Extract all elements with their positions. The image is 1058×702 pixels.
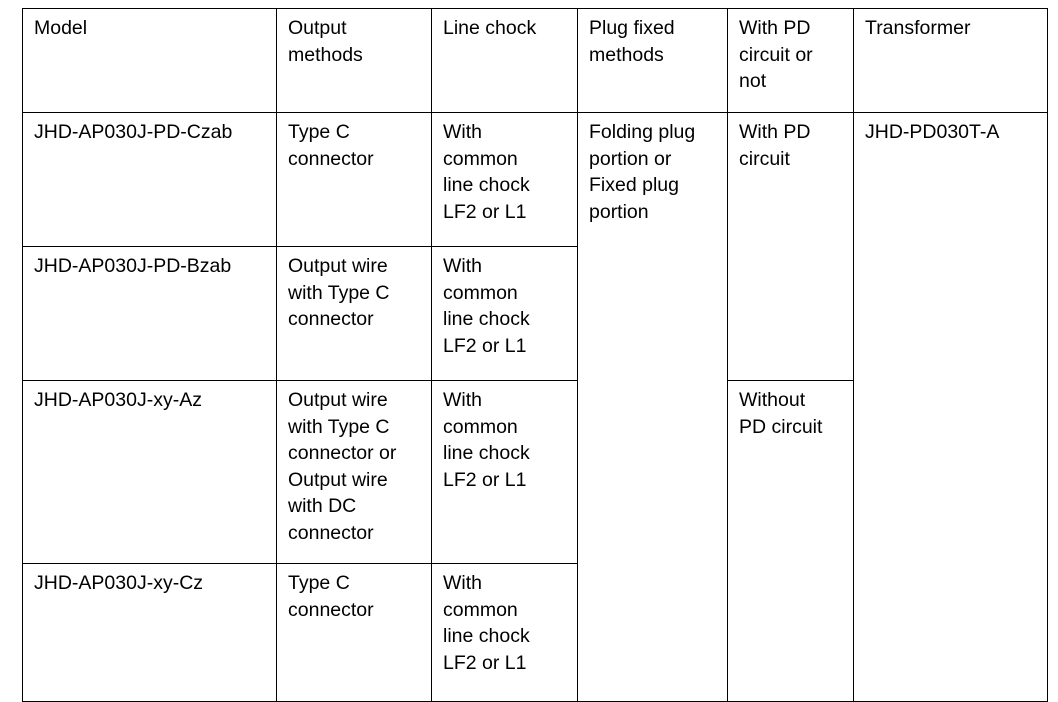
product-specification-table: Model Output methods Line chock Plug fix… — [22, 8, 1048, 702]
cell-line-chock: With common line chock LF2 or L1 — [431, 563, 578, 702]
cell-model: JHD-AP030J-xy-Cz — [22, 563, 277, 702]
column-header-plug-fixed-methods: Plug fixed methods — [577, 8, 728, 113]
cell-output-methods: Output wire with Type C connector — [276, 246, 432, 381]
cell-model-value: JHD-AP030J-xy-Az — [34, 389, 202, 411]
cell-output-methods: Type C connector — [276, 112, 432, 247]
column-header-model: Model — [22, 8, 277, 113]
column-header-line-chock-label: Line chock — [443, 17, 537, 39]
column-header-transformer: Transformer — [853, 8, 1048, 113]
cell-line-chock-value: With common line chock LF2 or L1 — [443, 255, 530, 357]
cell-output-methods-value: Type C connector — [288, 121, 374, 170]
table-row: JHD-AP030J-xy-Az Output wire with Type C… — [22, 380, 1048, 702]
cell-transformer: JHD-PD030T-A — [853, 112, 1048, 702]
column-header-plug-fixed-methods-label: Plug fixed methods — [589, 17, 675, 66]
cell-model: JHD-AP030J-PD-Czab — [22, 112, 277, 247]
column-header-output-methods: Output methods — [276, 8, 432, 113]
cell-output-methods-value: Output wire with Type C connector — [288, 255, 390, 330]
cell-pd-circuit-without-value: Without PD circuit — [739, 389, 823, 438]
spec-table-wrapper: Model Output methods Line chock Plug fix… — [22, 8, 1048, 702]
table-row: JHD-AP030J-PD-Bzab Output wire with Type… — [22, 246, 1048, 381]
cell-line-chock: With common line chock LF2 or L1 — [431, 380, 578, 564]
cell-pd-circuit-with-value: With PD circuit — [739, 121, 811, 170]
cell-output-methods: Type C connector — [276, 563, 432, 702]
cell-line-chock: With common line chock LF2 or L1 — [431, 246, 578, 381]
table-row: JHD-AP030J-PD-Czab Type C connector With… — [22, 112, 1048, 702]
cell-pd-circuit-with: With PD circuit — [727, 112, 854, 381]
column-header-line-chock: Line chock — [431, 8, 578, 113]
column-header-pd-circuit-label: With PD circuit or not — [739, 17, 813, 92]
cell-plug-fixed-methods-value: Folding plug portion or Fixed plug porti… — [589, 121, 696, 223]
cell-model-value: JHD-AP030J-PD-Czab — [34, 121, 233, 143]
column-header-pd-circuit: With PD circuit or not — [727, 8, 854, 113]
cell-line-chock-value: With common line chock LF2 or L1 — [443, 121, 530, 223]
cell-line-chock-value: With common line chock LF2 or L1 — [443, 572, 530, 674]
cell-model: JHD-AP030J-xy-Az — [22, 380, 277, 564]
cell-line-chock: With common line chock LF2 or L1 — [431, 112, 578, 247]
column-header-output-methods-label: Output methods — [288, 17, 363, 66]
cell-model-value: JHD-AP030J-PD-Bzab — [34, 255, 232, 277]
cell-output-methods-value: Type C connector — [288, 572, 374, 621]
cell-transformer-value: JHD-PD030T-A — [865, 121, 1000, 143]
cell-model-value: JHD-AP030J-xy-Cz — [34, 572, 204, 594]
cell-model: JHD-AP030J-PD-Bzab — [22, 246, 277, 381]
cell-plug-fixed-methods: Folding plug portion or Fixed plug porti… — [577, 112, 728, 702]
cell-output-methods-value: Output wire with Type C connector or Out… — [288, 389, 397, 544]
cell-output-methods: Output wire with Type C connector or Out… — [276, 380, 432, 564]
table-header-row: Model Output methods Line chock Plug fix… — [22, 8, 1048, 113]
column-header-transformer-label: Transformer — [865, 17, 971, 39]
cell-pd-circuit-without: Without PD circuit — [727, 380, 854, 702]
column-header-model-label: Model — [34, 17, 88, 39]
cell-line-chock-value: With common line chock LF2 or L1 — [443, 389, 530, 491]
